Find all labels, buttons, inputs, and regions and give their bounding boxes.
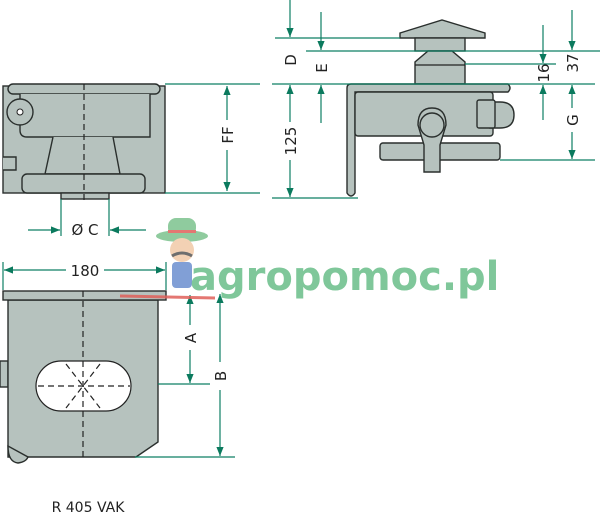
dim-a-label: A (182, 332, 200, 343)
watermark-logo: agropomoc.pl (119, 218, 499, 300)
dim-125-label: 125 (282, 127, 300, 156)
dim-ff-label: FF (219, 126, 237, 143)
dim-b-label: B (212, 371, 230, 381)
dim-e-label: E (313, 63, 331, 72)
dim-width-label: 180 (71, 262, 100, 280)
dim-diameter-label: Ø C (71, 221, 98, 239)
dim-g-label: G (564, 114, 582, 126)
top-view (2, 83, 166, 200)
front-view (0, 290, 167, 464)
side-view (346, 19, 515, 197)
dim-16-label: 16 (535, 63, 553, 82)
model-label: R 405 VAK (52, 500, 126, 516)
watermark-text: agropomoc.pl (190, 254, 499, 300)
dim-d-label: D (282, 54, 300, 66)
dim-37-label: 37 (564, 53, 582, 72)
